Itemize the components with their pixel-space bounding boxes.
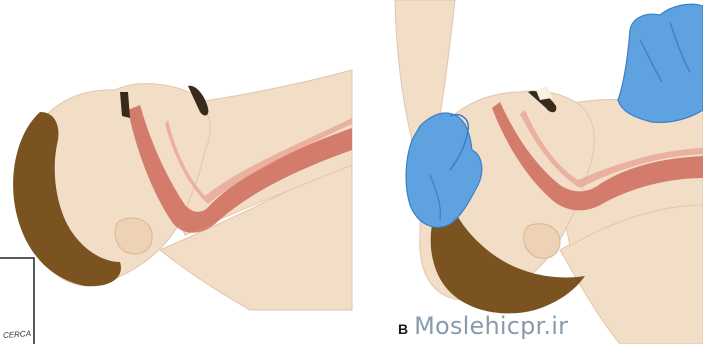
panel-letter: B <box>398 321 408 337</box>
panel-b-head-tilt-chin-lift <box>395 0 703 344</box>
panel-a-ear <box>115 218 152 254</box>
panel-b-glove-chin <box>618 4 703 122</box>
site-watermark: Moslehicpr.ir <box>414 312 568 340</box>
image-caption: B Moslehicpr.ir <box>398 312 568 340</box>
panel-a-head-tilt <box>13 70 352 310</box>
